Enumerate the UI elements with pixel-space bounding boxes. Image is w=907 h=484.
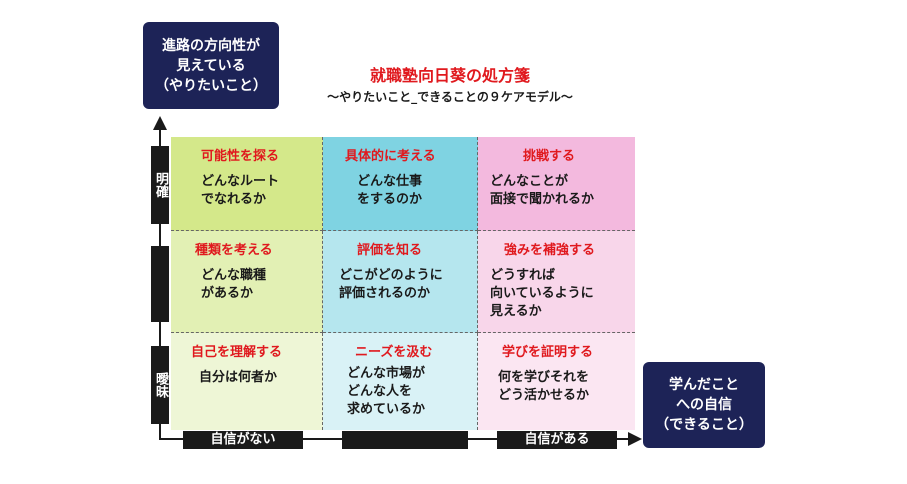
cell-title: 具体的に考える <box>345 149 436 164</box>
cell-body: どうすれば 向いているように 見えるか <box>490 268 594 319</box>
cell-body: どんなルート でなれるか <box>201 174 280 207</box>
cell-title: ニーズを汲む <box>355 345 433 360</box>
cell-body: どんな職種 があるか <box>201 268 267 301</box>
y-label-clear: 明確 <box>151 146 169 224</box>
x-axis-box-line-3: （できること） <box>655 417 753 433</box>
cell-challenge: 挑戦する どんなことが 面接で聞かれるか <box>478 137 635 231</box>
diagram-subtitle: 〜やりたいこと_できることの９ケアモデル〜 <box>327 90 573 104</box>
cell-title: 強みを補強する <box>504 243 596 258</box>
y-axis-box-line-3: （やりたいこと） <box>155 77 267 94</box>
cell-title: 種類を考える <box>195 243 273 258</box>
care-model-grid: 可能性を探る どんなルート でなれるか 具体的に考える どんな仕事 をするのか … <box>171 137 635 430</box>
cell-think-concretely: 具体的に考える どんな仕事 をするのか <box>323 137 478 231</box>
diagram-title: 就職塾向日葵の処方箋 <box>369 66 530 85</box>
cell-title: 可能性を探る <box>201 149 280 164</box>
cell-body: どんな市場が どんな人を 求めているか <box>347 366 426 417</box>
cell-title: 評価を知る <box>357 243 423 258</box>
x-label-middle <box>342 431 468 449</box>
y-axis-arrow <box>153 116 167 130</box>
cell-body: どんな仕事 をするのか <box>357 174 423 207</box>
cell-body: どこがどのように 評価されるのか <box>339 268 443 301</box>
cell-consider-types: 種類を考える どんな職種 があるか <box>171 231 323 333</box>
y-axis-box-line-2: 見えている <box>176 57 246 74</box>
y-label-clear-text: 明確 <box>153 172 168 198</box>
x-axis-box-line-2: への自信 <box>676 397 732 413</box>
x-label-confident: 自信がある <box>497 431 617 449</box>
cell-reinforce-strengths: 強みを補強する どうすれば 向いているように 見えるか <box>478 231 635 333</box>
x-axis-arrow <box>628 432 642 446</box>
cell-body: 何を学びそれを どう活かせるか <box>498 370 590 403</box>
y-axis-box-line-1: 進路の方向性が <box>162 37 260 54</box>
cell-title: 学びを証明する <box>502 345 594 360</box>
cell-know-evaluation: 評価を知る どこがどのように 評価されるのか <box>323 231 478 333</box>
x-axis-box: 学んだこと への自信 （できること） <box>643 362 765 448</box>
y-label-middle <box>151 246 169 322</box>
x-label-not-confident: 自信がない <box>183 431 303 449</box>
cell-explore-possibility: 可能性を探る どんなルート でなれるか <box>171 137 323 231</box>
x-axis-box-line-1: 学んだこと <box>669 377 739 393</box>
cell-prove-learning: 学びを証明する 何を学びそれを どう活かせるか <box>478 333 635 430</box>
y-label-vague-text: 曖昧 <box>153 372 168 398</box>
cell-title: 自己を理解する <box>191 345 283 360</box>
cell-body: 自分は何者か <box>199 370 278 385</box>
y-axis-box: 進路の方向性が 見えている （やりたいこと） <box>143 22 279 109</box>
y-label-vague: 曖昧 <box>151 346 169 424</box>
cell-grasp-needs: ニーズを汲む どんな市場が どんな人を 求めているか <box>323 333 478 430</box>
cell-title: 挑戦する <box>523 149 576 164</box>
cell-understand-self: 自己を理解する 自分は何者か <box>171 333 323 430</box>
cell-body: どんなことが 面接で聞かれるか <box>490 174 595 207</box>
